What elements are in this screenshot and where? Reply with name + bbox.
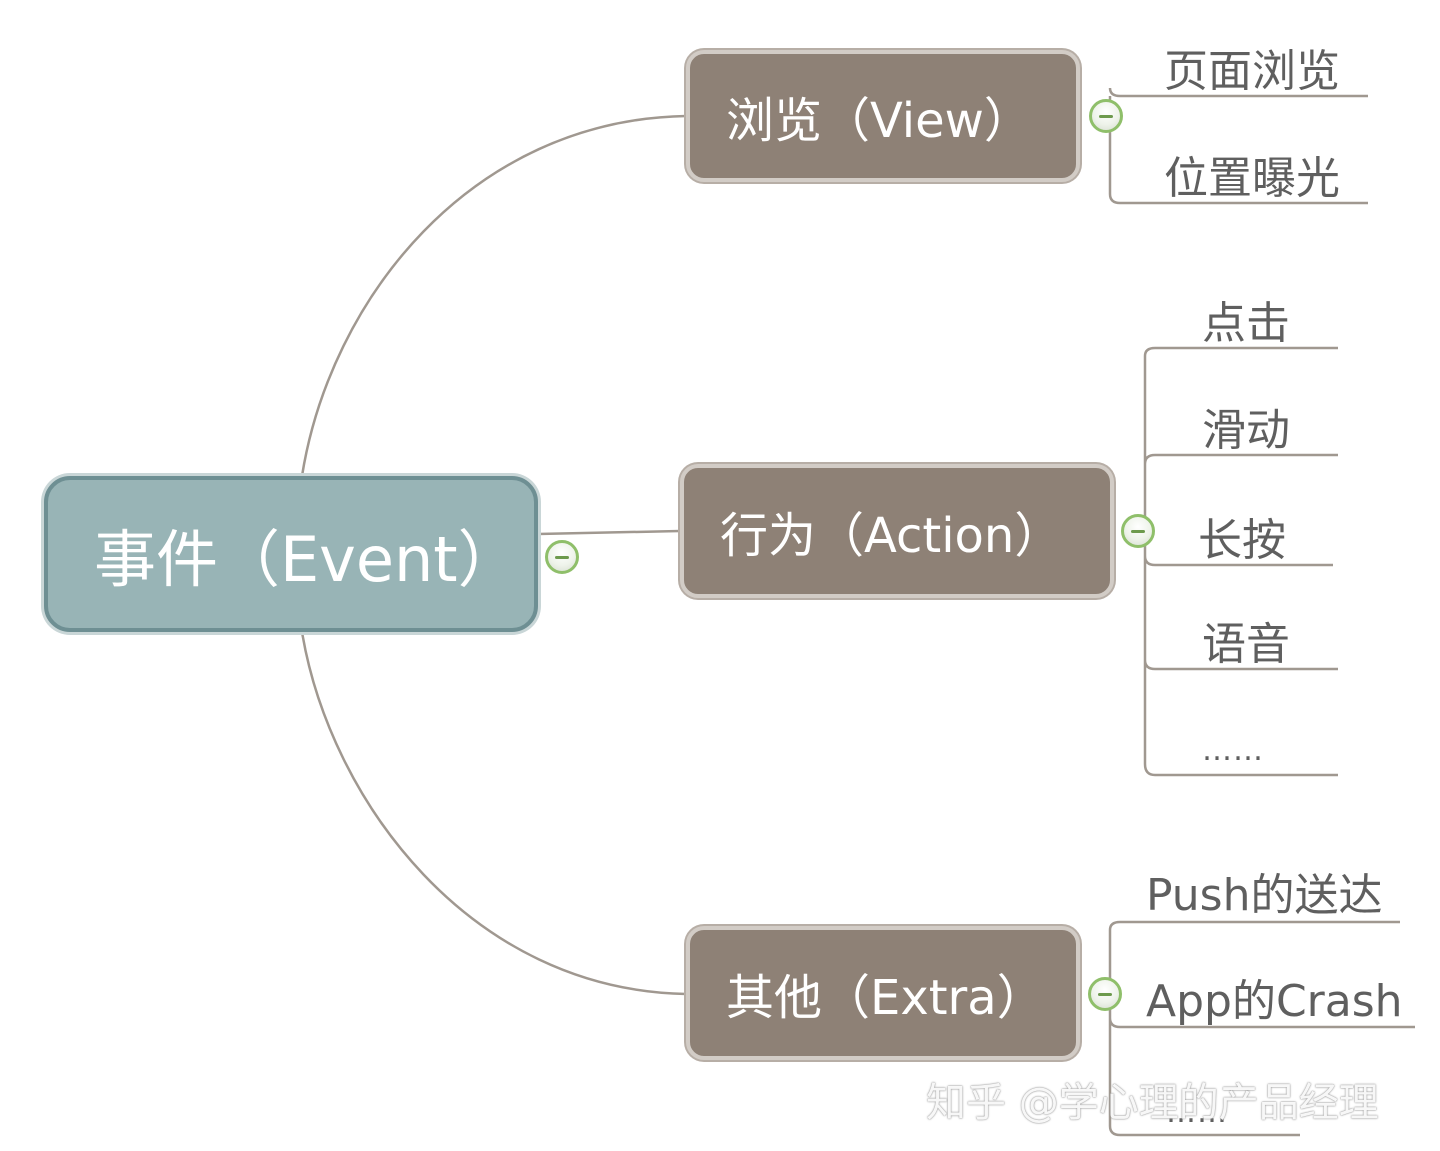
collapse-root-icon[interactable] [545, 540, 579, 574]
branch-node-action[interactable]: 行为（Action） [680, 464, 1114, 598]
connector-view-leaves [1108, 87, 1368, 205]
leaf-position-exposure[interactable]: 位置曝光 [1164, 153, 1340, 204]
leaf-page-view[interactable]: 页面浏览 [1164, 46, 1340, 97]
branch-action-label: 行为（Action） [720, 508, 1063, 564]
leaf-click[interactable]: 点击 [1202, 298, 1290, 349]
leaf-swipe[interactable]: 滑动 [1202, 405, 1290, 456]
leaf-push-delivery[interactable]: Push的送达 [1146, 870, 1383, 921]
branch-view-label: 浏览（View） [726, 93, 1032, 149]
leaf-extra-more[interactable]: …… [1166, 1095, 1228, 1130]
root-node-label: 事件（Event） [94, 523, 520, 596]
collapse-extra-icon[interactable] [1088, 977, 1122, 1011]
connector-root-view [300, 114, 687, 477]
connector-action-leaves [1143, 346, 1338, 777]
connector-root-action [537, 529, 681, 536]
watermark-text: 知乎 @学心理的产品经理 [926, 1080, 1379, 1126]
collapse-view-icon[interactable] [1089, 99, 1123, 133]
branch-node-view[interactable]: 浏览（View） [686, 50, 1080, 182]
leaf-action-more[interactable]: …… [1202, 733, 1264, 768]
branch-node-extra[interactable]: 其他（Extra） [686, 926, 1080, 1060]
leaf-voice[interactable]: 语音 [1202, 619, 1290, 670]
root-node-event[interactable]: 事件（Event） [44, 476, 538, 632]
leaf-app-crash[interactable]: App的Crash [1146, 976, 1403, 1027]
leaf-long-press[interactable]: 长按 [1198, 515, 1286, 566]
connector-extra-leaves [1108, 920, 1415, 1137]
collapse-action-icon[interactable] [1121, 514, 1155, 548]
branch-extra-label: 其他（Extra） [726, 970, 1045, 1026]
connector-root-extra [300, 631, 687, 996]
